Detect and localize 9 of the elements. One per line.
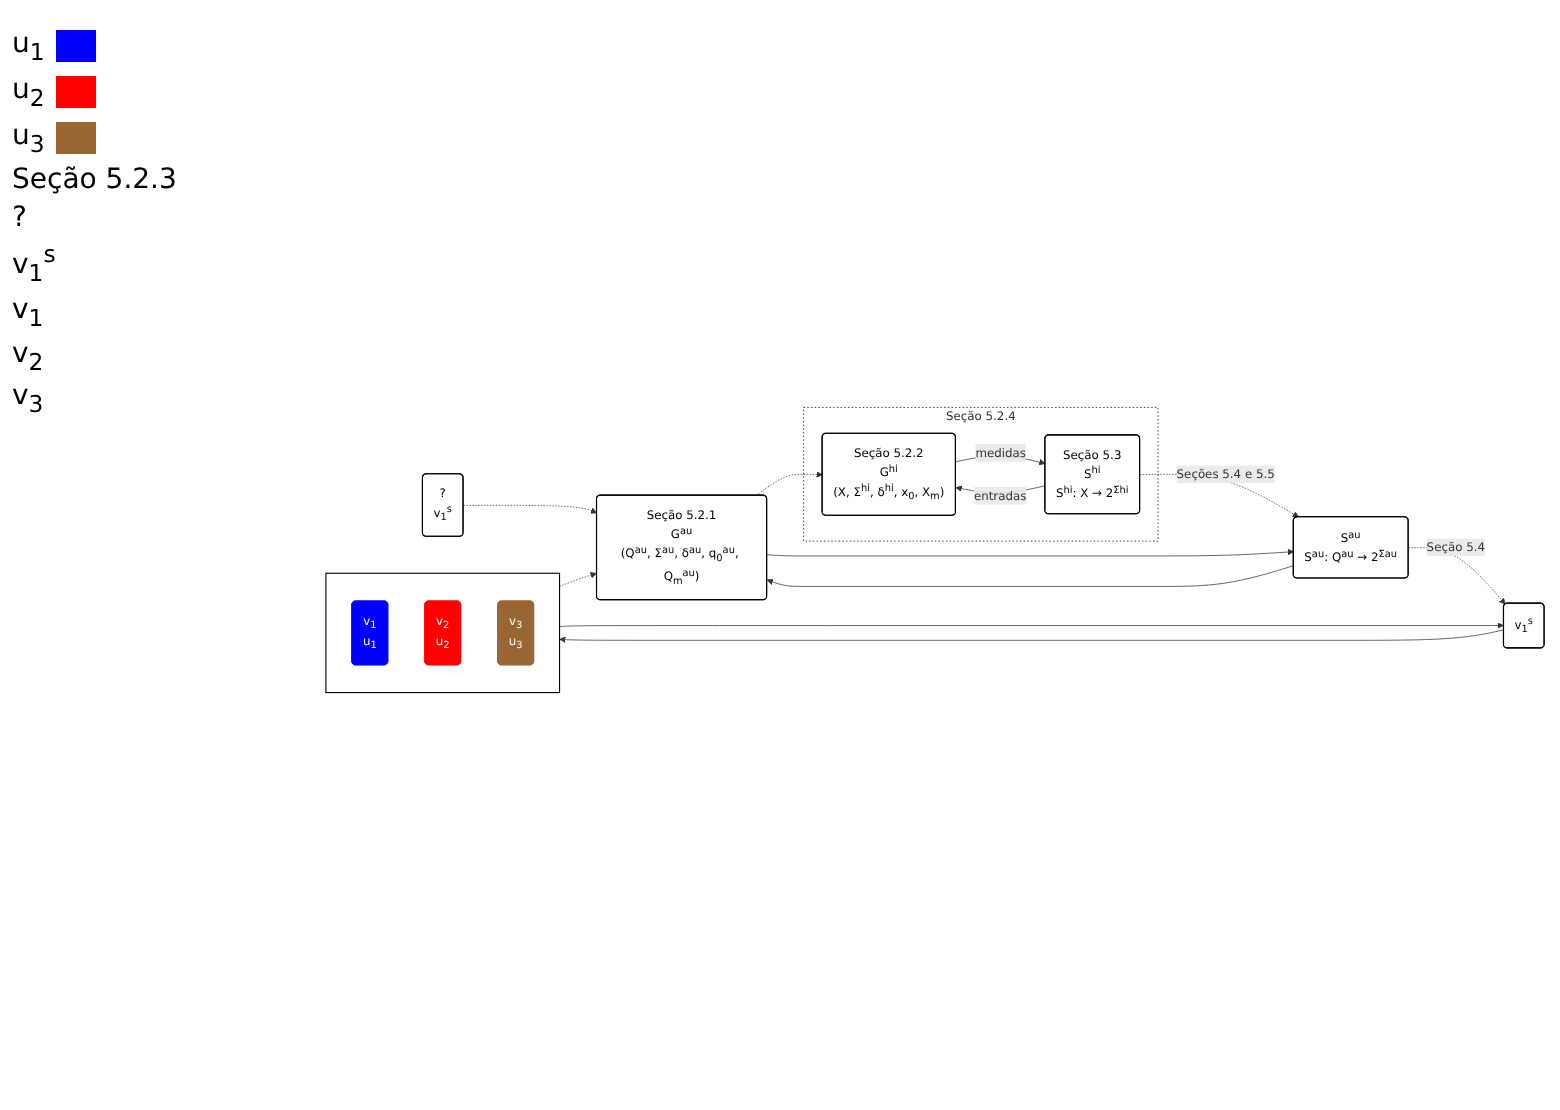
- note-label: Seção 5.2.3: [12, 164, 179, 197]
- legend-label: u$_{3}$: [12, 119, 45, 157]
- note-label: v$_{2}$: [12, 337, 46, 375]
- note-label: v$_{1}$: [12, 293, 46, 332]
- legend-label: u$_{1}$: [12, 28, 45, 66]
- note-label: ?: [12, 202, 29, 235]
- note-label: v$_{3}$: [12, 380, 46, 419]
- legend-label: u$_{2}$: [12, 73, 45, 112]
- cluster: [325, 572, 561, 694]
